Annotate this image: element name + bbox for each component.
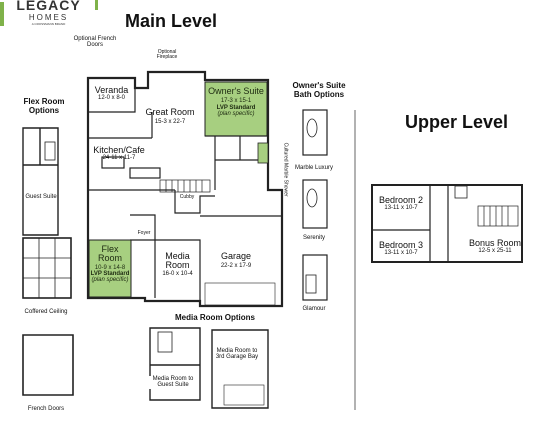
flex-room-name: Flex Room	[97, 244, 122, 264]
media-option-guest-suite: Media Room to Guest Suite	[148, 376, 198, 389]
flex-room-note2: (plan specific)	[91, 277, 129, 284]
owners-suite-note2: (plan specific)	[217, 111, 255, 118]
foyer-label: Foyer	[137, 230, 151, 236]
owners-suite-note: LVP Standard	[216, 104, 256, 111]
bedroom3-room: Bedroom 3 13-11 x 10-7	[373, 240, 429, 257]
flex-room-options-title: Flex Room Options	[23, 97, 65, 115]
owners-suite-dim: 17-3 x 15-1	[220, 98, 252, 105]
flex-option-coffered-ceiling: Coffered Ceiling	[24, 309, 68, 315]
media-option-garage-bay: Media Room to 3rd Garage Bay	[214, 348, 260, 361]
great-room: Great Room 15-3 x 22-7	[145, 107, 195, 126]
owners-suite-name: Owner's Suite	[208, 86, 264, 96]
bedroom2-dim: 13-11 x 10-7	[384, 205, 418, 212]
kitchen-name: Kitchen/Cafe	[93, 145, 145, 155]
optional-french-doors-label: Optional French Doors	[73, 36, 117, 49]
flex-option-guest-suite: Guest Suite	[25, 194, 57, 200]
kitchen-room: Kitchen/Cafe 24-11 x 11-7	[88, 145, 150, 162]
flex-room: Flex Room 10-9 x 14-8 LVP Standard (plan…	[89, 244, 131, 284]
veranda-dim: 12-0 x 8-0	[97, 95, 125, 102]
owners-bath-options-title: Owner's Suite Bath Options	[292, 81, 346, 99]
bedroom2-room: Bedroom 2 13-11 x 10-7	[373, 195, 429, 212]
main-level-title: Main Level	[125, 11, 218, 31]
bedroom2-name: Bedroom 2	[378, 195, 424, 205]
veranda-room: Veranda 12-0 x 8-0	[88, 85, 135, 102]
great-room-dim: 15-3 x 22-7	[154, 119, 186, 126]
optional-fireplace-label: Optional Fireplace	[156, 49, 178, 61]
flex-option-french-doors: French Doors	[27, 406, 65, 412]
veranda-name: Veranda	[94, 85, 129, 95]
media-room-dim: 16-0 x 10-4	[162, 270, 193, 277]
flex-room-note: LVP Standard	[90, 271, 130, 278]
bath-option-serenity: Serenity	[302, 235, 325, 241]
logo-line3: A CROSSMANN BRAND	[31, 22, 66, 26]
upper-level-title: Upper Level	[405, 112, 509, 132]
bedroom3-name: Bedroom 3	[378, 240, 424, 250]
cubby-label: Cubby	[179, 194, 195, 200]
media-room-name: Media Room	[165, 251, 190, 271]
logo-line1: LEGACY	[16, 0, 81, 13]
bonus-room-name: Bonus Room	[468, 238, 522, 248]
bonus-room-dim: 12-5 x 25-11	[478, 248, 512, 255]
great-room-name: Great Room	[145, 107, 195, 117]
owners-suite-room: Owner's Suite 17-3 x 15-1 LVP Standard (…	[206, 86, 266, 118]
garage-name: Garage	[220, 251, 252, 261]
garage-dim: 22-2 x 17-9	[220, 263, 252, 270]
bath-option-marble-luxury: Marble Luxury	[294, 165, 333, 171]
bonus-room: Bonus Room 12-5 x 25-11	[468, 238, 522, 255]
bath-option-glamour: Glamour	[302, 306, 326, 312]
logo-line2: HOMES	[28, 13, 69, 22]
garage-room: Garage 22-2 x 17-9	[205, 251, 267, 270]
media-room-options-title: Media Room Options	[175, 313, 255, 322]
cultured-marble-label: Cultured Marble Shower	[282, 142, 289, 197]
bedroom3-dim: 13-11 x 10-7	[384, 250, 418, 257]
kitchen-dim: 24-11 x 11-7	[102, 155, 136, 162]
flex-room-dim: 10-9 x 14-8	[94, 264, 126, 271]
media-room: Media Room 16-0 x 10-4	[155, 251, 200, 277]
logo: LEGACY HOMES A CROSSMANN BRAND	[6, 0, 91, 26]
